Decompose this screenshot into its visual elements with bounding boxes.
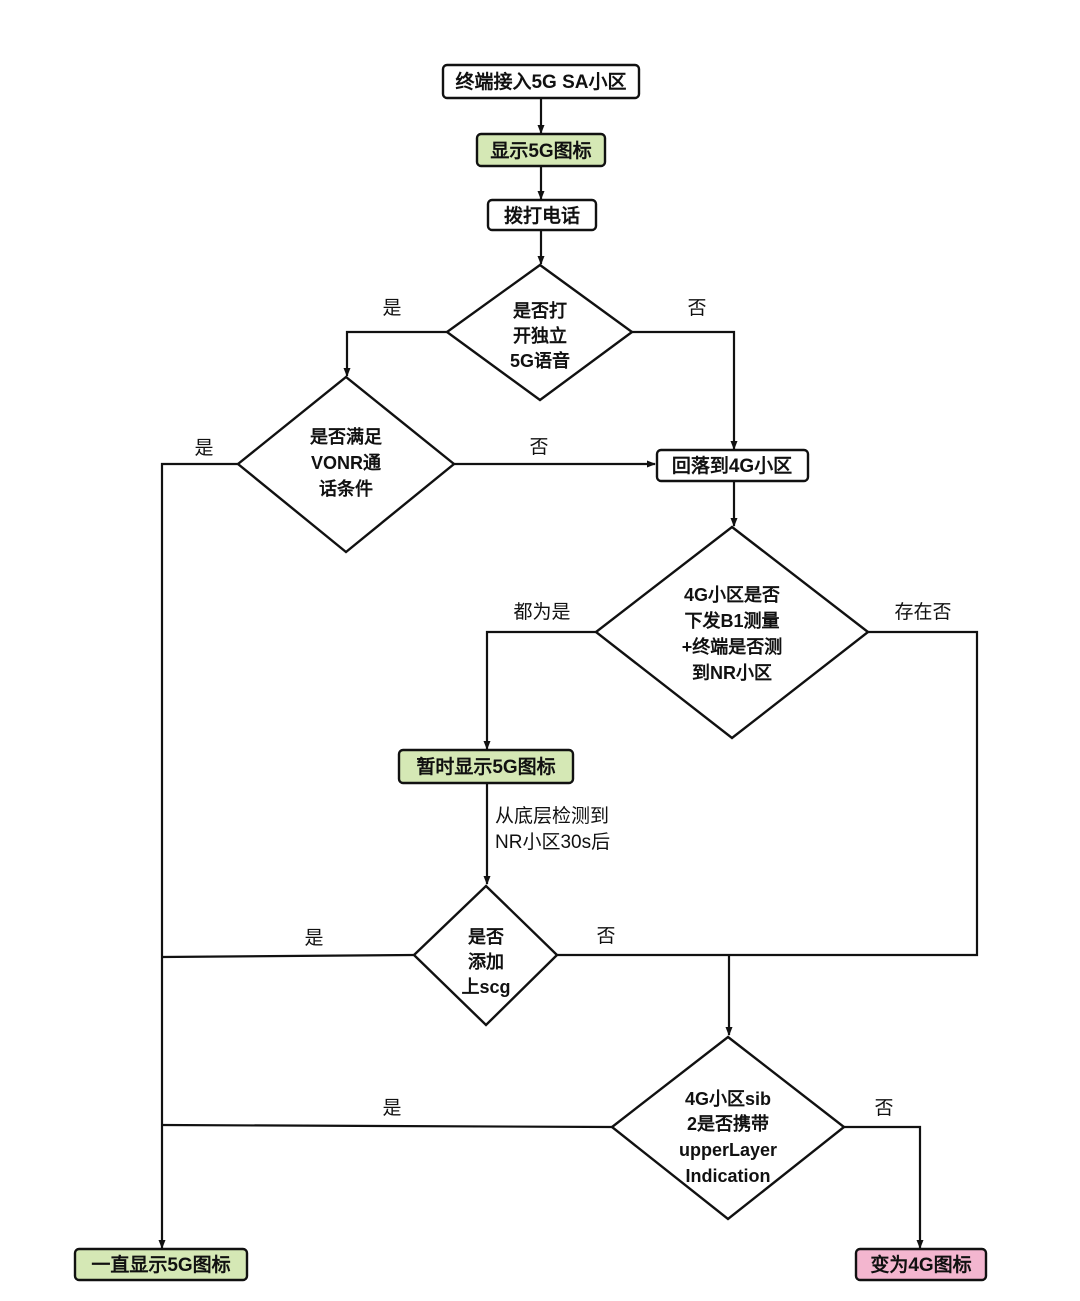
edge-labels: 是 否 是 否 都为是 存在否 从底层检测到 NR小区30s后 是 否 是 否 [194,298,951,1119]
start-box [441,63,641,100]
vonr-conditions-line-1: 是否满足 [309,426,382,447]
edge-conditions-yes [158,462,238,1249]
label-sib2-no: 否 [874,1098,893,1119]
edge-b1-any-no [729,630,979,957]
b1-measure-line-4: 到NR小区 [692,663,772,683]
make-call-label: 拨打电话 [504,204,580,227]
change-to-4g-label: 变为4G图标 [870,1253,971,1276]
scg-added-line-1: 是否 [467,927,504,947]
always-5g-box [73,1247,249,1282]
vonr-switch-line-3: 5G语音 [510,350,570,371]
fallback-4g-label: 回落到4G小区 [672,454,792,477]
sib2-line-2: 2是否携带 [687,1113,769,1134]
make-call-node: 拨打电话 [486,198,598,232]
label-conditions-no: 否 [529,437,548,458]
start-label: 终端接入5G SA小区 [455,70,626,93]
sib2-line-1: 4G小区sib [685,1089,771,1109]
make-call-box [486,198,598,232]
start-node: 终端接入5G SA小区 [441,63,641,100]
fallback-4g-node: 回落到4G小区 [655,448,810,483]
show-5g-icon-node: 显示5G图标 [475,132,607,168]
vonr-conditions-line-2: VONR通 [311,453,381,473]
b1-measure-decision: 4G小区是否 下发B1测量 +终端是否测 到NR小区 [594,525,870,740]
b1-measure-line-2: 下发B1测量 [684,610,779,631]
edge-sib2-yes [161,1123,613,1129]
edge-switch-no [632,330,738,450]
label-sib2-yes: 是 [382,1098,401,1119]
always-5g-label: 一直显示5G图标 [91,1253,230,1276]
sib2-line-3: upperLayer [679,1140,777,1160]
scg-added-line-3: 上scg [461,977,510,997]
change-to-4g-node: 变为4G图标 [854,1247,988,1282]
show-5g-icon-box [475,132,607,168]
vonr-switch-diamond [444,263,635,402]
vonr-conditions-diamond [236,375,456,554]
label-switch-no: 否 [687,298,706,319]
label-scg-no: 否 [596,926,615,947]
vonr-conditions-decision: 是否满足 VONR通 话条件 [236,375,456,554]
label-conditions-yes: 是 [194,438,213,459]
scg-added-decision: 是否 添加 上scg [412,884,559,1027]
label-b1-any-no: 存在否 [894,601,951,623]
sib2-diamond [610,1035,846,1221]
label-b1-all-yes: 都为是 [513,601,570,623]
label-scg-yes: 是 [304,928,323,949]
edge-scg-yes [161,953,415,959]
edge-switch-yes [343,330,447,377]
vonr-switch-line-2: 开独立 [513,325,567,346]
scg-added-line-2: 添加 [468,951,504,972]
edge-b1-all-yes [483,630,596,750]
edge-sib2-no [844,1125,924,1249]
label-switch-yes: 是 [382,298,401,319]
show-5g-icon-label: 显示5G图标 [490,140,591,162]
sib2-decision: 4G小区sib 2是否携带 upperLayer Indication [610,1035,846,1221]
b1-measure-line-3: +终端是否测 [682,636,783,657]
temp-show-5g-box [397,748,575,785]
vonr-conditions-line-3: 话条件 [319,478,373,499]
vonr-switch-line-1: 是否打 [512,300,567,321]
vonr-switch-decision: 是否打 开独立 5G语音 [444,263,635,402]
sib2-line-4: Indication [686,1166,771,1186]
change-to-4g-box [854,1247,988,1282]
temp-show-5g-node: 暂时显示5G图标 [397,748,575,785]
b1-measure-line-1: 4G小区是否 [684,585,780,605]
label-after-detect-line-1: 从底层检测到 [495,805,609,827]
connectors [158,98,979,1249]
temp-show-5g-label: 暂时显示5G图标 [416,755,555,778]
fallback-4g-box [655,448,810,483]
scg-added-diamond [412,884,559,1027]
always-5g-node: 一直显示5G图标 [73,1247,249,1282]
label-after-detect-line-2: NR小区30s后 [495,831,610,853]
b1-measure-diamond [594,525,870,740]
